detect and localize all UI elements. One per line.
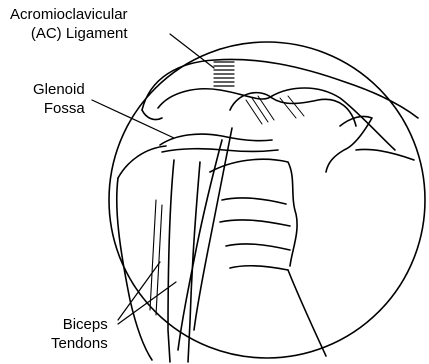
label-ac-ligament-line1: Acromioclavicular — [10, 5, 128, 24]
label-biceps-tendons-line2: Tendons — [51, 334, 108, 353]
humeral-head-outline — [118, 146, 166, 178]
capsule-fold-4 — [230, 266, 288, 270]
tendon-stripes — [150, 200, 162, 315]
scapula-edge — [326, 116, 372, 172]
glenoid-rim — [160, 134, 272, 145]
label-ac-ligament: Acromioclavicular (AC) Ligament — [10, 5, 128, 43]
capsule-fold-1 — [222, 198, 286, 204]
clavicle-outline — [158, 88, 395, 150]
arm-outer-edge — [117, 178, 152, 360]
scapula-body-edge — [288, 270, 326, 356]
label-biceps-tendons: Biceps Tendons — [51, 315, 108, 353]
acromion-tip — [142, 110, 162, 120]
label-biceps-tendons-line1: Biceps — [51, 315, 108, 334]
label-ac-ligament-line2: (AC) Ligament — [10, 24, 128, 43]
coracoid-outline — [230, 93, 356, 126]
acromion-outline — [142, 59, 418, 118]
capsule-fold-3 — [226, 244, 290, 250]
label-glenoid-fossa-line2: Fossa — [33, 99, 85, 118]
label-glenoid-fossa-line1: Glenoid — [33, 80, 85, 99]
label-glenoid-fossa: Glenoid Fossa — [33, 80, 85, 118]
scapula-lower-edge — [356, 149, 414, 160]
capsule-fold-2 — [220, 220, 290, 226]
ac-ligament-hatch — [214, 62, 234, 86]
humerus-shaft-left — [168, 160, 174, 362]
